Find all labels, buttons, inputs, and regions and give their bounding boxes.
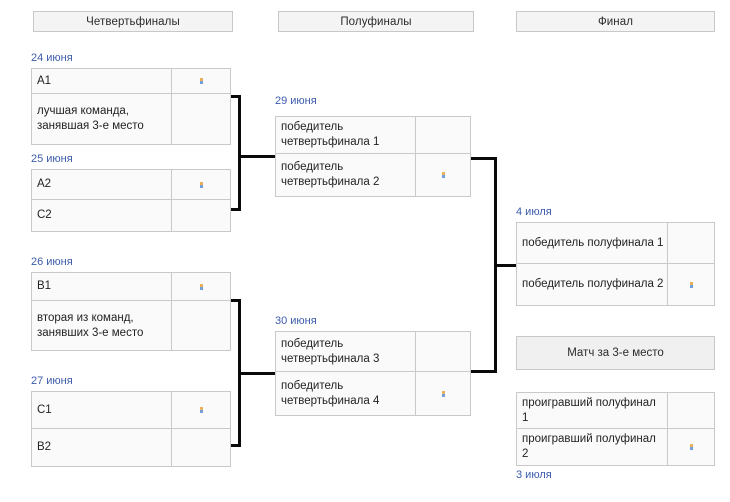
score-marker-icon <box>689 281 693 288</box>
table-row[interactable]: победитель четвертьфинала 3 <box>275 331 471 372</box>
bracket-connector-horizontal-sf1-out <box>471 157 497 160</box>
team-name: проигравший полуфинал 1 <box>517 393 668 428</box>
round-header-semifinals-label: Полуфиналы <box>340 15 412 28</box>
match-quarterfinal-4: C1 B2 <box>31 391 231 467</box>
score-marker-icon <box>689 444 693 450</box>
match-third-place: проигравший полуфинал 1 проигравший полу… <box>516 392 715 466</box>
team-name: победитель четвертьфинала 1 <box>276 117 416 153</box>
score-cell <box>416 372 470 415</box>
team-name: победитель четвертьфинала 4 <box>276 372 416 415</box>
score-cell <box>172 170 230 199</box>
team-name: C2 <box>32 200 172 231</box>
match-quarterfinal-3: B1 вторая из команд, занявших 3-е место <box>31 272 231 351</box>
bracket-connector-horizontal-qf4 <box>231 444 241 447</box>
score-cell <box>172 392 230 428</box>
score-cell <box>172 94 230 144</box>
table-row[interactable]: вторая из команд, занявших 3-е место <box>31 301 231 351</box>
date-label-qf4[interactable]: 27 июня <box>31 375 73 387</box>
team-name: победитель четвертьфинала 2 <box>276 154 416 196</box>
team-name: победитель полуфинала 1 <box>517 223 668 263</box>
third-place-header: Матч за 3-е место <box>516 336 715 370</box>
score-cell <box>172 429 230 466</box>
score-cell <box>416 332 470 371</box>
third-place-header-label: Матч за 3-е место <box>567 347 664 359</box>
table-row[interactable]: проигравший полуфинал 1 <box>516 392 715 429</box>
table-row[interactable]: победитель четвертьфинала 2 <box>275 154 471 197</box>
bracket-connector-horizontal-sf1-in <box>238 155 275 158</box>
score-marker-icon <box>441 172 445 178</box>
table-row[interactable]: B2 <box>31 429 231 467</box>
table-row[interactable]: победитель четвертьфинала 1 <box>275 116 471 154</box>
date-label-sf2[interactable]: 30 июня <box>275 315 317 327</box>
table-row[interactable]: A1 <box>31 68 231 94</box>
bracket-connector-horizontal-qf2 <box>231 208 241 211</box>
score-cell <box>172 273 230 300</box>
team-name: C1 <box>32 392 172 428</box>
score-cell <box>172 301 230 350</box>
table-row[interactable]: B1 <box>31 272 231 301</box>
bracket-connector-vertical-top <box>238 95 241 211</box>
date-label-qf2[interactable]: 25 июня <box>31 153 73 165</box>
round-header-final: Финал <box>516 11 715 32</box>
bracket-connector-horizontal-qf1 <box>231 95 241 98</box>
score-cell <box>668 223 714 263</box>
round-header-semifinals: Полуфиналы <box>278 11 474 32</box>
date-label-qf1[interactable]: 24 июня <box>31 52 73 64</box>
score-cell <box>668 429 714 465</box>
team-name: B2 <box>32 429 172 466</box>
bracket-connector-horizontal-sf2-in <box>238 372 275 375</box>
table-row[interactable]: победитель полуфинала 1 <box>516 222 715 264</box>
score-marker-icon <box>199 283 203 290</box>
score-cell <box>668 393 714 428</box>
round-header-quarterfinals: Четвертьфиналы <box>33 11 233 32</box>
team-name: A2 <box>32 170 172 199</box>
table-row[interactable]: лучшая команда, занявшая 3-е место <box>31 94 231 145</box>
table-row[interactable]: победитель полуфинала 2 <box>516 264 715 306</box>
team-name: вторая из команд, занявших 3-е место <box>32 301 172 350</box>
table-row[interactable]: победитель четвертьфинала 4 <box>275 372 471 416</box>
team-name: победитель четвертьфинала 3 <box>276 332 416 371</box>
team-name: победитель полуфинала 2 <box>517 264 668 305</box>
match-semifinal-2: победитель четвертьфинала 3 победитель ч… <box>275 331 471 416</box>
team-name: лучшая команда, занявшая 3-е место <box>32 94 172 144</box>
match-quarterfinal-2: A2 C2 <box>31 169 231 232</box>
date-label-third-place[interactable]: 3 июля <box>516 469 552 481</box>
table-row[interactable]: C1 <box>31 391 231 429</box>
round-header-quarterfinals-label: Четвертьфиналы <box>86 15 180 28</box>
score-cell <box>172 200 230 231</box>
score-cell <box>668 264 714 305</box>
score-marker-icon <box>199 181 203 188</box>
date-label-sf1[interactable]: 29 июня <box>275 95 317 107</box>
bracket-connector-horizontal-sf2-out <box>471 370 497 373</box>
team-name: проигравший полуфинал 2 <box>517 429 668 465</box>
score-cell <box>416 117 470 153</box>
match-semifinal-1: победитель четвертьфинала 1 победитель ч… <box>275 116 471 197</box>
table-row[interactable]: A2 <box>31 169 231 200</box>
match-final: победитель полуфинала 1 победитель полуф… <box>516 222 715 306</box>
match-quarterfinal-1: A1 лучшая команда, занявшая 3-е место <box>31 68 231 145</box>
team-name: B1 <box>32 273 172 300</box>
bracket-connector-horizontal-qf3 <box>231 299 241 302</box>
score-marker-icon <box>441 390 445 397</box>
score-cell <box>416 154 470 196</box>
table-row[interactable]: проигравший полуфинал 2 <box>516 429 715 466</box>
team-name: A1 <box>32 69 172 93</box>
score-cell <box>172 69 230 93</box>
round-header-final-label: Финал <box>597 15 634 28</box>
score-marker-icon <box>199 407 203 413</box>
date-label-qf3[interactable]: 26 июня <box>31 256 73 268</box>
date-label-final[interactable]: 4 июля <box>516 206 552 218</box>
score-marker-icon <box>199 78 203 84</box>
table-row[interactable]: C2 <box>31 200 231 232</box>
bracket-connector-horizontal-final-in <box>494 264 517 267</box>
